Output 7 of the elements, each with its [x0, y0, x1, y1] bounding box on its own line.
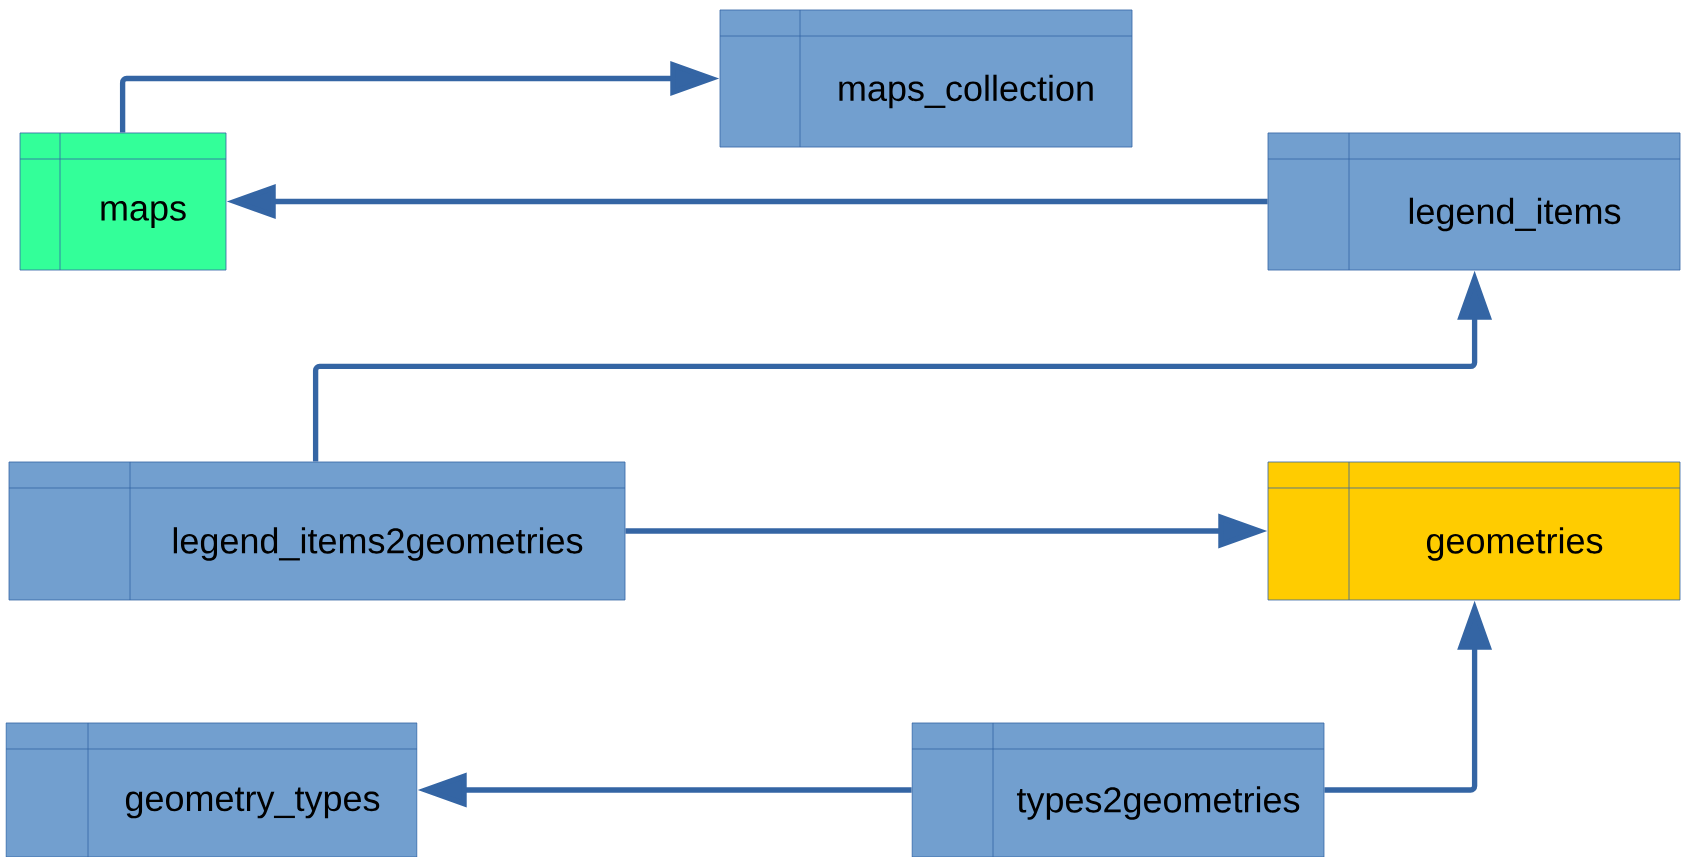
table-box: maps_collection	[719, 9, 1133, 148]
table-box: maps	[19, 132, 227, 271]
table-box: legend_items	[1267, 132, 1681, 271]
table-box: geometries	[1267, 461, 1681, 601]
table-box: legend_items2geometries	[8, 461, 626, 601]
table-box: types2geometries	[911, 722, 1325, 857]
table-box: geometry_types	[5, 722, 418, 857]
